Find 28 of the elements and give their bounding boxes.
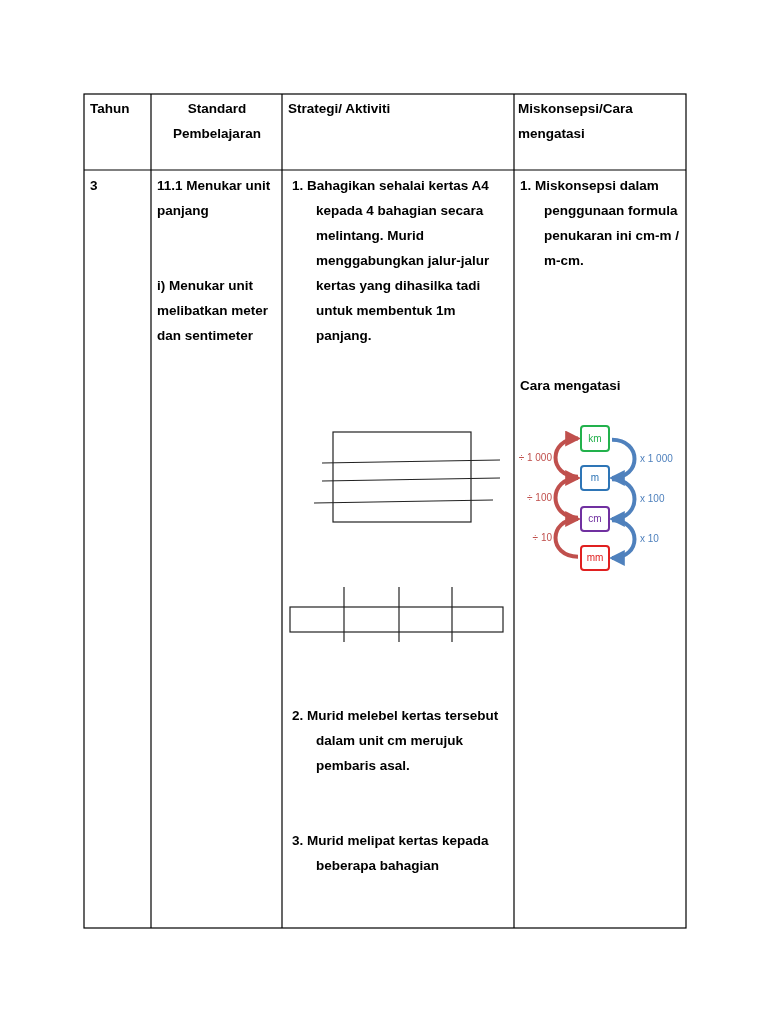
column-header: Strategi/ Aktiviti bbox=[288, 100, 392, 118]
misconception-text: 1. Miskonsepsi dalam penggunaan formula penukaran ini cm-m / m-cm. bbox=[520, 177, 681, 270]
unit-box: cm bbox=[580, 506, 610, 532]
edge-label: ÷ 1 000 bbox=[518, 450, 552, 465]
edge-label: x 1 000 bbox=[640, 451, 673, 466]
curved-arrow bbox=[553, 431, 582, 479]
standard-text: 11.1 Menukar unit panjang bbox=[157, 177, 272, 220]
curved-arrow bbox=[608, 518, 637, 565]
curved-arrow bbox=[553, 512, 582, 559]
edge-label: ÷ 10 bbox=[532, 530, 552, 545]
unit-box: mm bbox=[580, 545, 610, 571]
curved-arrow bbox=[608, 477, 637, 526]
edge-label: x 100 bbox=[640, 492, 665, 507]
curved-arrow bbox=[553, 471, 582, 520]
step-text: 3. Murid melipat kertas kepada beberapa bahagian bbox=[292, 832, 490, 875]
step-text: 1. Bahagikan sehalai kertas A4 kepada 4 bahagian secara melintang. Murid menggabungkan jalur-jalur kertas yang dihasilka tadi untuk membentuk 1m panjang. bbox=[292, 177, 491, 345]
column-header: Standard Pembelajaran bbox=[172, 100, 262, 143]
edge-label: ÷ 100 bbox=[527, 490, 552, 505]
standard-text: i) Menukar unit melibatkan meter dan sentimeter bbox=[157, 277, 270, 345]
unit-box: m bbox=[580, 465, 610, 491]
unit-box: km bbox=[580, 425, 610, 452]
step-text: 2. Murid melebel kertas tersebut dalam unit cm merujuk pembaris asal. bbox=[292, 707, 500, 775]
edge-label: x 10 bbox=[640, 532, 659, 547]
curved-arrow bbox=[608, 437, 637, 485]
subheading: Cara mengatasi bbox=[520, 377, 622, 395]
column-header: Miskonsepsi/Cara mengatasi bbox=[518, 100, 634, 143]
column-header: Tahun bbox=[90, 100, 131, 118]
year-number: 3 bbox=[90, 177, 99, 195]
